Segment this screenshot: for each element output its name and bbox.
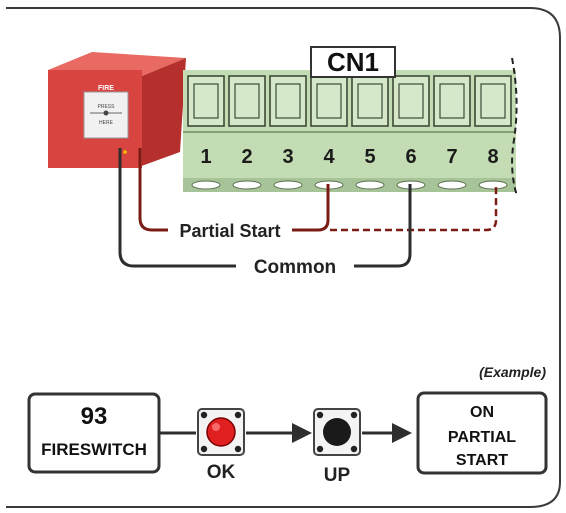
outer-frame: [6, 7, 561, 508]
result-line3: START: [456, 452, 508, 469]
terminal-hole: [437, 180, 467, 190]
fire-alarm-label: FIRE: [98, 85, 114, 92]
fireswitch-menu-name: FIRESWITCH: [41, 440, 147, 459]
partial-start-label: Partial Start: [179, 221, 280, 241]
ok-button-icon: [197, 408, 245, 456]
terminal-hole: [355, 180, 385, 190]
arrow-up-to-result: [362, 423, 412, 443]
terminal-hole: [273, 180, 303, 190]
terminal-number: 3: [282, 146, 293, 168]
terminal-hole: [191, 180, 221, 190]
terminal-hole: [478, 180, 508, 190]
up-button-icon: [313, 408, 361, 456]
terminal-numbers: 1 2 3 4 5 6 7 8: [200, 146, 498, 168]
common-wire: [118, 148, 236, 268]
common-wire-to-terminal6: [354, 184, 412, 268]
partial-start-wire-to-terminal4: [292, 184, 330, 232]
terminal-hole: [232, 180, 262, 190]
terminal-number: 2: [241, 146, 252, 168]
terminal-number: 6: [405, 146, 416, 168]
arrow-ok-to-up: [246, 423, 312, 443]
terminal-number: 1: [200, 146, 211, 168]
partial-start-result-box: ON PARTIAL START: [416, 391, 548, 475]
terminal-number: 4: [323, 146, 335, 168]
wiring: [118, 148, 498, 268]
example-label: (Example): [479, 364, 546, 380]
partial-start-wire: [138, 148, 168, 232]
terminal-number: 7: [446, 146, 457, 168]
result-line1: ON: [470, 404, 494, 421]
common-label: Common: [254, 257, 336, 278]
ok-button-label: OK: [207, 462, 236, 483]
fire-alarm-instruction-line2: HERE: [99, 120, 114, 126]
fireswitch-menu-box: 93 FIRESWITCH: [27, 392, 161, 474]
result-line2: PARTIAL: [448, 429, 516, 446]
cn1-label-box: [310, 46, 396, 78]
fireswitch-menu-number: 93: [81, 403, 108, 430]
fire-alarm-instruction-line1: PRESS: [98, 104, 116, 110]
up-button-label: UP: [324, 465, 351, 486]
cn1-terminal-block: 1 2 3 4 5 6 7 8: [183, 57, 518, 197]
terminal-screw-housings: [187, 75, 512, 127]
partial-start-optional-wire-to-terminal8: [330, 184, 498, 232]
terminal-number: 5: [364, 146, 375, 168]
fire-alarm-call-point: FIRE PRESS HERE: [48, 52, 186, 168]
terminal-number: 8: [487, 146, 498, 168]
cn1-title: CN1: [327, 47, 379, 77]
